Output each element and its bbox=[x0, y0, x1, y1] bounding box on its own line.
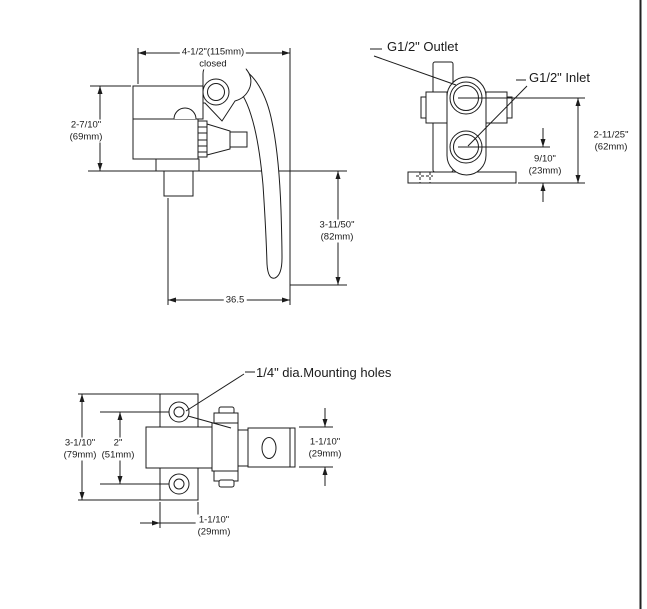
dim-body-width-label: 1-1/10" (29mm) bbox=[306, 436, 344, 460]
dim-plate-height-label: 3-1/10" (79mm) bbox=[61, 437, 99, 461]
outlet-label: G1/2" Outlet bbox=[387, 39, 459, 54]
top-view-faucet bbox=[78, 371, 333, 528]
dim-outlet-height-label: 2-11/25" (62mm) bbox=[593, 129, 629, 153]
lever-handle bbox=[210, 63, 283, 279]
side-view-faucet bbox=[88, 48, 347, 305]
front-view-faucet bbox=[370, 48, 585, 202]
dim-hole-spacing-label: 2" (51mm) bbox=[99, 437, 137, 461]
mounting-holes-label: 1/4" dia.Mounting holes bbox=[256, 365, 392, 380]
dim-inlet-height-label: 9/10" (23mm) bbox=[528, 153, 562, 177]
dim-lever-drop-label: 3-11/50" (82mm) bbox=[317, 219, 357, 243]
dim-plate-width-label: 1-1/10" (29mm) bbox=[195, 514, 233, 538]
dim-body-height-label: 2-7/10" (69mm) bbox=[67, 119, 105, 143]
inlet-label: G1/2" Inlet bbox=[529, 70, 590, 85]
dim-overall-width-label: 4-1/2"(115mm) closed bbox=[179, 46, 247, 70]
dim-reach-label: 36.5 bbox=[223, 294, 247, 306]
